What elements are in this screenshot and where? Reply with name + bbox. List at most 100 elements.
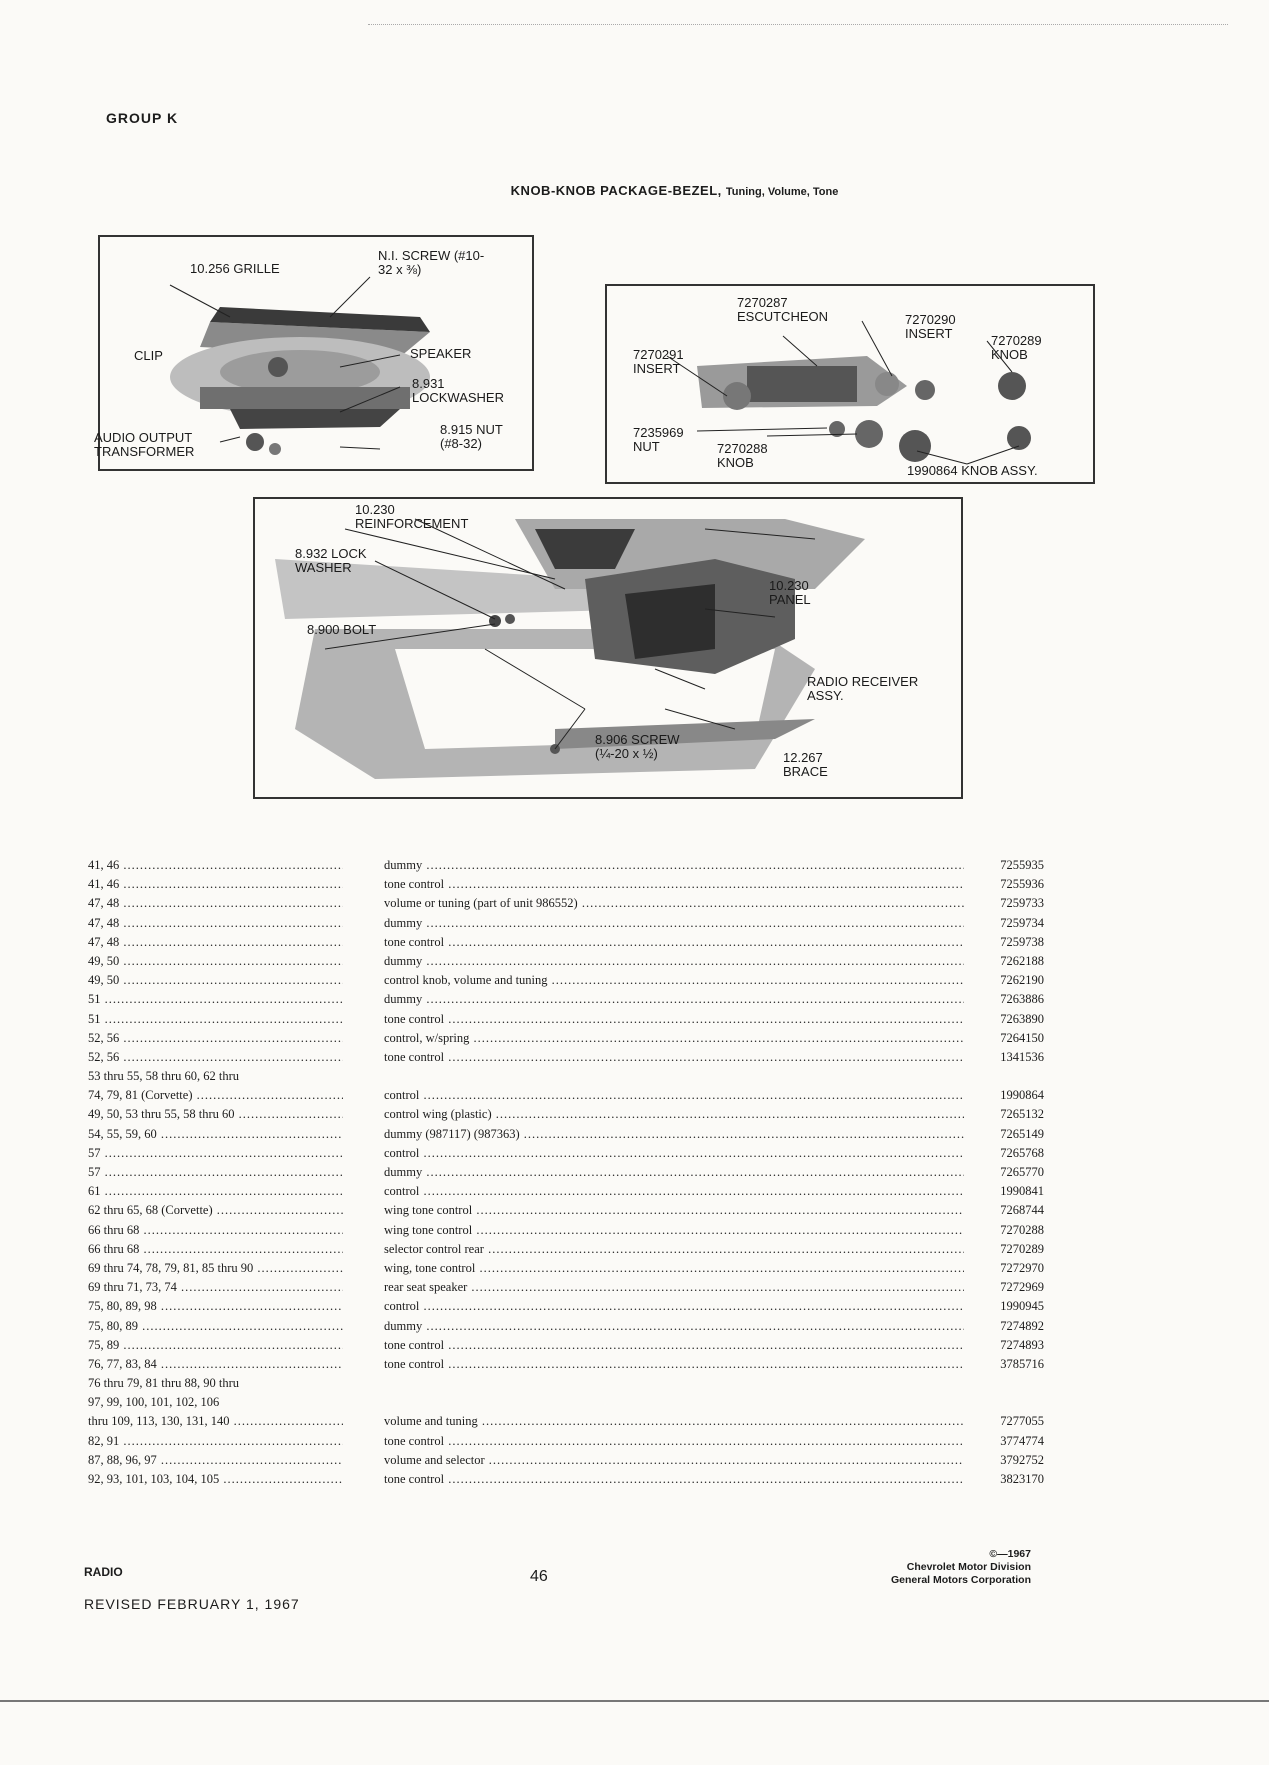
parts-fig: 54, 55, 59, 60 — [88, 1125, 343, 1144]
title-main: KNOB-KNOB PACKAGE-BEZEL, — [510, 183, 722, 198]
parts-desc: wing tone control — [384, 1221, 964, 1240]
bottom-rule — [0, 1700, 1269, 1702]
parts-pn: 7270289 — [1000, 1241, 1044, 1256]
label-radio-receiver: RADIO RECEIVER ASSY. — [807, 674, 919, 703]
parts-pn: 7274892 — [1000, 1318, 1044, 1333]
parts-desc: wing tone control — [384, 1201, 964, 1220]
parts-fig: 49, 50 — [88, 952, 343, 971]
parts-fig: 76, 77, 83, 84 — [88, 1355, 343, 1374]
parts-desc: control, w/spring — [384, 1029, 964, 1048]
figure-speaker: 10.256 GRILLE N.I. SCREW (#10-32 x ⅜) CL… — [94, 235, 534, 471]
parts-desc: volume and selector — [384, 1451, 964, 1470]
parts-pn: 7259738 — [1000, 934, 1044, 949]
label-knob-left: 7270288 KNOB — [717, 441, 768, 470]
parts-desc: tone control — [384, 1010, 964, 1029]
parts-row: 61control1990841 — [88, 1182, 1048, 1201]
parts-fig: 66 thru 68 — [88, 1221, 343, 1240]
parts-fig: 52, 56 — [88, 1048, 343, 1067]
label-screw: N.I. SCREW (#10-32 x ⅜) — [378, 248, 485, 277]
parts-row: thru 109, 113, 130, 131, 140 volume and t… — [88, 1412, 1048, 1431]
parts-fig: 41, 46 — [88, 875, 343, 894]
label-screw: 8.906 SCREW (¼-20 x ½) — [595, 732, 680, 761]
label-nut: 8.915 NUT (#8-32) — [440, 422, 503, 451]
parts-row: 41, 46dummy7255935 — [88, 856, 1048, 875]
parts-fig: 57 — [88, 1163, 343, 1182]
parts-fig: thru 109, 113, 130, 131, 140 — [88, 1412, 343, 1431]
parts-row: 52, 56control, w/spring7264150 — [88, 1029, 1048, 1048]
parts-pn: 3792752 — [1000, 1452, 1044, 1467]
parts-row: 69 thru 74, 78, 79, 81, 85 thru 90wing, … — [88, 1259, 1048, 1278]
parts-fig: 87, 88, 96, 97 — [88, 1451, 343, 1470]
parts-pn: 7255935 — [1000, 858, 1044, 872]
parts-desc: dummy — [384, 990, 964, 1009]
parts-fig: 49, 50 — [88, 971, 343, 990]
label-audio-transformer: AUDIO OUTPUT TRANSFORMER — [94, 430, 195, 459]
parts-row: 75, 80, 89 dummy 7274892 — [88, 1317, 1048, 1336]
parts-fig: 82, 91 — [88, 1432, 343, 1451]
parts-fig: 47, 48 — [88, 914, 343, 933]
parts-row: 54, 55, 59, 60 dummy (987117) (987363) 726… — [88, 1125, 1048, 1144]
parts-row: 82, 91tone control3774774 — [88, 1432, 1048, 1451]
parts-pn: 7262188 — [1000, 953, 1044, 968]
label-lock-washer: 8.932 LOCK WASHER — [295, 546, 367, 575]
figure-console: 10.230 REINFORCEMENT 8.932 LOCK WASHER 1… — [253, 497, 963, 799]
parts-pn: 7265149 — [1000, 1126, 1044, 1141]
title-sub: Tuning, Volume, Tone — [725, 186, 839, 198]
console-illustration — [275, 518, 865, 779]
parts-fig: 62 thru 65, 68 (Corvette) — [88, 1201, 343, 1220]
parts-desc: dummy — [384, 856, 964, 875]
parts-row: 75, 89tone control7274893 — [88, 1336, 1048, 1355]
label-reinforcement: 10.230 REINFORCEMENT — [355, 502, 469, 531]
label-brace: 12.267 BRACE — [783, 750, 828, 779]
parts-row: 51 dummy 7263886 — [88, 990, 1048, 1009]
parts-pn: 7259734 — [1000, 915, 1044, 930]
parts-row: 41, 46tone control7255936 — [88, 875, 1048, 894]
parts-row: 62 thru 65, 68 (Corvette) wing tone contr… — [88, 1201, 1048, 1220]
parts-desc: tone control — [384, 1470, 964, 1489]
parts-pn: 1990864 — [1000, 1088, 1044, 1103]
parts-row: 74, 79, 81 (Corvette)control1990864 — [88, 1086, 1048, 1105]
parts-row: 52, 56tone control1341536 — [88, 1048, 1048, 1067]
parts-row: 47, 48dummy7259734 — [88, 914, 1048, 933]
parts-pn: 7264150 — [1000, 1030, 1044, 1045]
parts-pn: 1990841 — [1000, 1184, 1044, 1199]
parts-fig: 47, 48 — [88, 894, 343, 913]
parts-desc: tone control — [384, 1336, 964, 1355]
parts-pn: 7263886 — [1000, 992, 1044, 1007]
parts-pn: 3774774 — [1000, 1433, 1044, 1448]
parts-fig: 75, 80, 89 — [88, 1317, 343, 1336]
parts-pn: 3823170 — [1000, 1472, 1044, 1486]
parts-pn: 7272970 — [1000, 1260, 1044, 1275]
parts-pn: 7270288 — [1000, 1222, 1044, 1237]
parts-pn: 7265768 — [1000, 1145, 1044, 1160]
speaker-illustration — [169, 276, 430, 455]
page-number: 46 — [530, 1568, 548, 1585]
parts-fig: 51 — [88, 990, 343, 1009]
parts-pn: 7265132 — [1000, 1107, 1044, 1122]
parts-pn: 7255936 — [1000, 877, 1044, 892]
parts-row: 49, 50control knob, volume and tuning726… — [88, 971, 1048, 990]
copyright-division: Chevrolet Motor Division — [906, 1561, 1031, 1573]
parts-row: 49, 50, 53 thru 55, 58 thru 60control wi… — [88, 1105, 1048, 1124]
parts-desc: wing, tone control — [384, 1259, 964, 1278]
parts-desc: control knob, volume and tuning — [384, 971, 964, 990]
parts-fig: 76 thru 79, 81 thru 88, 90 thru — [88, 1376, 240, 1391]
label-grille: 10.256 GRILLE — [190, 261, 280, 276]
parts-desc: dummy — [384, 1317, 964, 1336]
parts-pn: 7259733 — [1000, 896, 1044, 911]
parts-pn: 7277055 — [1000, 1414, 1044, 1429]
parts-row: 57control7265768 — [88, 1144, 1048, 1163]
parts-row: 76 thru 79, 81 thru 88, 90 thru — [88, 1374, 1048, 1393]
parts-row: 75, 80, 89, 98control1990945 — [88, 1297, 1048, 1316]
parts-desc: dummy — [384, 952, 964, 971]
parts-desc: control wing (plastic) — [384, 1105, 964, 1124]
parts-desc: dummy (987117) (987363) — [384, 1125, 964, 1144]
label-knob-right: 7270289 KNOB — [991, 333, 1042, 362]
parts-desc: volume and tuning — [384, 1412, 964, 1431]
page-title: KNOB-KNOB PACKAGE-BEZEL, Tuning, Volume,… — [0, 183, 1269, 198]
parts-fig: 53 thru 55, 58 thru 60, 62 thru — [88, 1069, 240, 1084]
parts-fig: 75, 80, 89, 98 — [88, 1297, 343, 1316]
parts-pn: 7274893 — [1000, 1337, 1044, 1352]
parts-fig: 61 — [88, 1182, 343, 1201]
parts-pn: 7263890 — [1000, 1011, 1044, 1026]
